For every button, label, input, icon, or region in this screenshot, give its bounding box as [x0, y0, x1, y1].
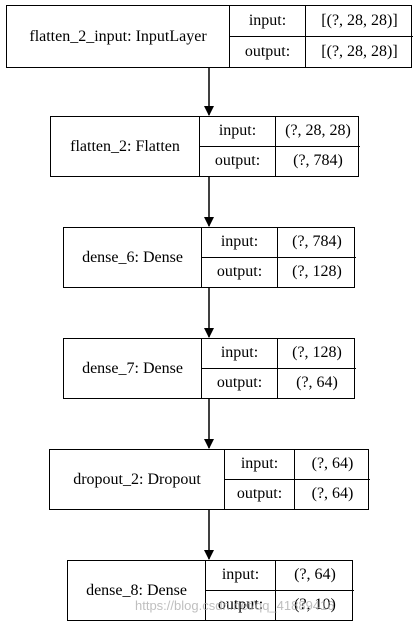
output-label: output:	[200, 146, 276, 176]
input-label: input:	[230, 6, 306, 37]
node-name: dropout_2: Dropout	[50, 450, 225, 509]
node-dense-8: dense_8: Dense input: (?, 64) output: (?…	[67, 560, 354, 621]
output-value: (?, 10)	[294, 596, 336, 614]
input-label: input:	[200, 117, 276, 147]
input-label: input:	[206, 561, 276, 591]
node-name: dense_7: Dense	[64, 339, 202, 398]
output-label: output:	[225, 479, 295, 509]
output-label: output:	[202, 257, 278, 287]
output-label: output:	[202, 368, 278, 398]
input-value: (?, 64)	[295, 450, 370, 480]
node-name: dense_6: Dense	[64, 228, 202, 287]
output-value: (?, 64)	[296, 374, 338, 392]
input-value: (?, 28, 28)	[276, 117, 360, 147]
node-dense-6: dense_6: Dense input: (?, 784) output: (…	[63, 227, 356, 288]
output-value: (?, 128)	[292, 263, 342, 281]
output-value: (?, 784)	[293, 152, 343, 170]
node-name: flatten_2: Flatten	[51, 117, 200, 176]
input-value: (?, 64)	[276, 561, 354, 591]
output-value: (?, 64)	[311, 485, 354, 503]
output-label: output:	[206, 590, 276, 620]
input-value: (?, 784)	[278, 228, 356, 258]
input-value: [(?, 28, 28)]	[306, 6, 413, 37]
node-dropout-2: dropout_2: Dropout input: (?, 64) output…	[49, 449, 370, 510]
node-name: dense_8: Dense	[68, 561, 206, 620]
node-name: flatten_2_input: InputLayer	[7, 6, 230, 67]
input-label: input:	[202, 339, 278, 369]
node-flatten-2-input: flatten_2_input: InputLayer input: [(?, …	[6, 5, 413, 68]
node-dense-7: dense_7: Dense input: (?, 128) output: (…	[63, 338, 356, 399]
input-value: (?, 128)	[278, 339, 356, 369]
output-value: [(?, 28, 28)]	[321, 42, 398, 60]
input-label: input:	[202, 228, 278, 258]
watermark-text: https://blog.csdn.net/qq_41889416	[135, 598, 335, 613]
output-label: output:	[230, 36, 306, 67]
input-label: input:	[225, 450, 295, 480]
node-flatten-2: flatten_2: Flatten input: (?, 28, 28) ou…	[50, 116, 360, 177]
